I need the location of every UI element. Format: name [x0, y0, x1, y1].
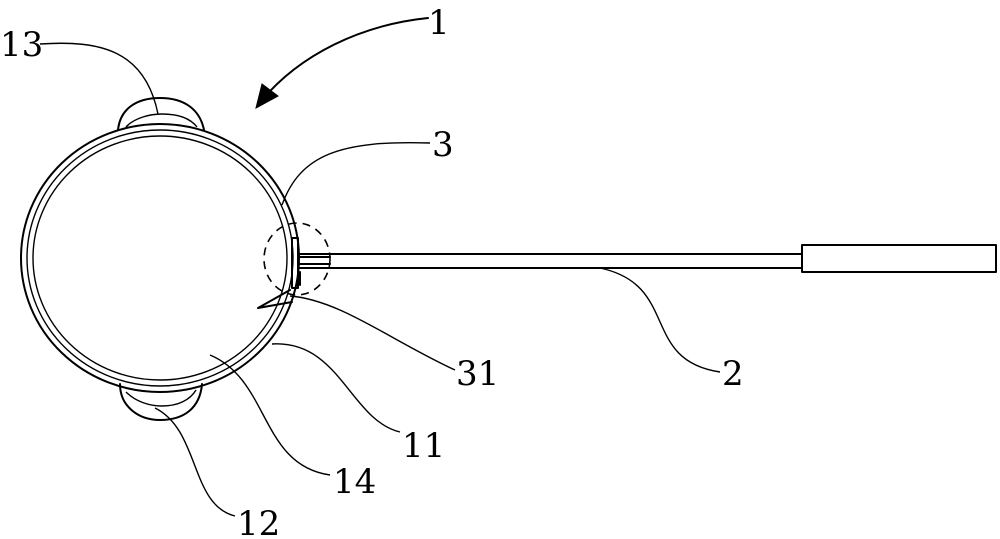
label-12: 12: [237, 504, 280, 539]
arrow-shaft: [261, 17, 429, 101]
clip-tab: [257, 289, 293, 309]
handle-grip: [801, 244, 997, 273]
top-ear-outer: [117, 97, 205, 131]
label-3: 3: [432, 125, 454, 165]
leader-13: [39, 42, 159, 115]
bottom-ear: [119, 383, 203, 421]
top-ear-inner: [125, 113, 198, 128]
assembly-arrow: [255, 17, 429, 109]
leader-14: [209, 354, 331, 476]
reference-labels: 1 13 3 31 2 11 14 12: [0, 3, 744, 539]
top-ear: [117, 97, 205, 131]
label-31: 31: [456, 354, 499, 394]
leader-12: [154, 407, 236, 517]
pot-outer-rim: [20, 123, 300, 393]
label-11: 11: [402, 426, 445, 466]
handle-bracket: [291, 237, 299, 289]
label-14: 14: [333, 462, 376, 502]
label-13: 13: [0, 25, 43, 65]
pot-inner-rim: [32, 135, 288, 381]
leader-2: [599, 267, 721, 373]
arrow-head: [255, 83, 279, 109]
handle-assembly: [291, 237, 997, 289]
label-2: 2: [722, 354, 744, 394]
pot-middle-rim: [26, 129, 294, 387]
label-1: 1: [428, 3, 450, 43]
leader-lines: [39, 42, 721, 517]
bottom-ear-inner: [125, 389, 197, 407]
pot-body: [20, 123, 300, 393]
leader-3: [281, 141, 431, 206]
bottom-ear-outer: [119, 383, 203, 421]
leader-11: [271, 343, 401, 433]
detail-callout-circle: [263, 222, 331, 296]
leader-31: [289, 295, 456, 371]
